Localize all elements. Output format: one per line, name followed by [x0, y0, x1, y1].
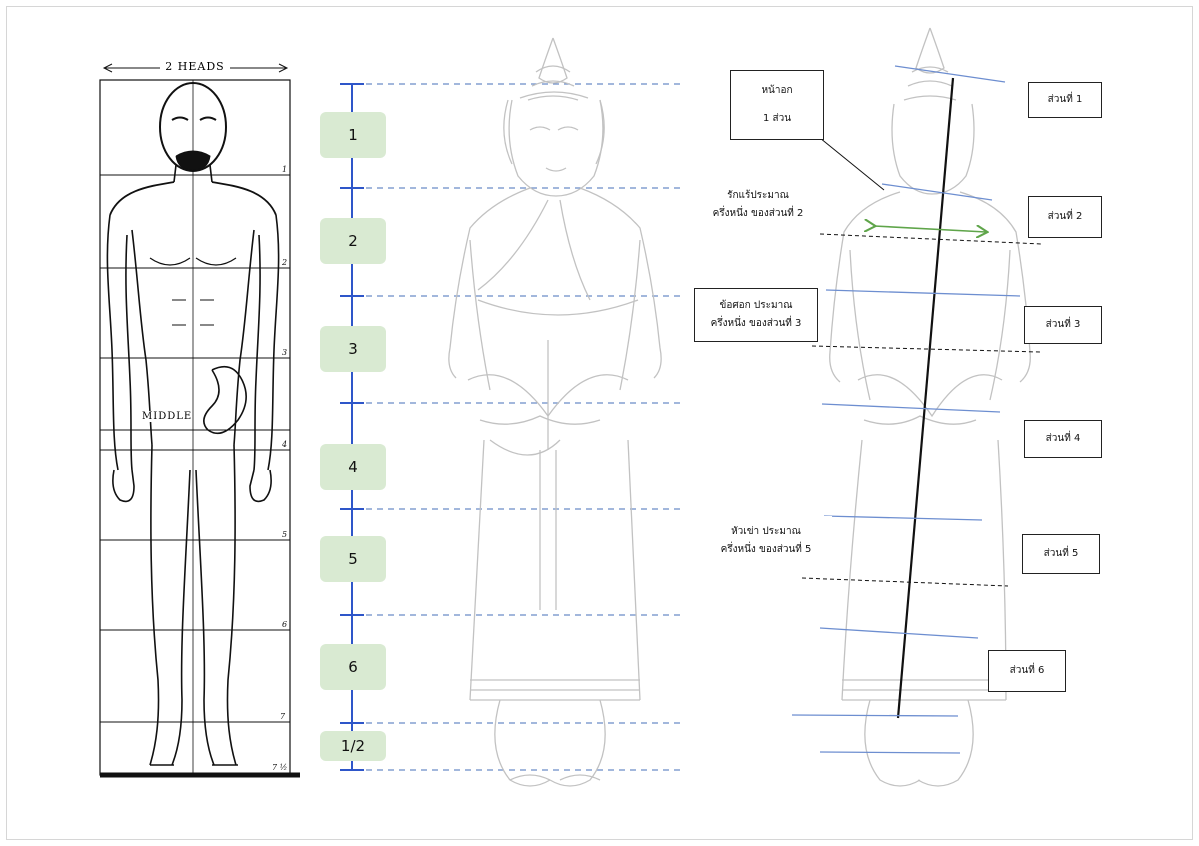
part-label-6: ส่วนที่ 6 — [988, 650, 1066, 692]
part-label-5: ส่วนที่ 5 — [1022, 534, 1100, 574]
reference-figure — [100, 64, 300, 775]
ref-row-number: 1 — [282, 165, 287, 174]
reference-row-numbers: 1 2 3 4 5 6 7 7 ½ — [272, 165, 287, 772]
elbow-annotation-line: ข้อศอก ประมาณ — [719, 297, 792, 315]
section-badge-4: 4 — [320, 444, 386, 490]
buddha-sketch-front — [449, 38, 661, 786]
section-badge-6: 6 — [320, 644, 386, 690]
guide-lines — [366, 84, 680, 770]
armpit-annotation: รักแร้ประมาณ ครึ่งหนึ่ง ของส่วนที่ 2 — [694, 180, 822, 230]
ref-row-number: 7 — [280, 712, 286, 721]
section-badge-3: 3 — [320, 326, 386, 372]
ref-row-number: 3 — [282, 348, 287, 357]
chest-pointer — [820, 138, 884, 190]
chest-annotation-line: 1 ส่วน — [763, 110, 791, 128]
knee-annotation-line: หัวเข่า ประมาณ — [700, 523, 832, 541]
section-badge-2: 2 — [320, 218, 386, 264]
middle-label: MIDDLE — [142, 411, 192, 422]
armpit-annotation-line: ครึ่งหนึ่ง ของส่วนที่ 2 — [694, 205, 822, 223]
part-divider-lines — [792, 66, 1020, 753]
ref-row-number: 4 — [281, 440, 287, 449]
half-markers — [802, 234, 1042, 586]
part-label-2: ส่วนที่ 2 — [1028, 196, 1102, 238]
part-label-4: ส่วนที่ 4 — [1024, 420, 1102, 458]
part-label-1: ส่วนที่ 1 — [1028, 82, 1102, 118]
chest-annotation-line: หน้าอก — [761, 82, 792, 100]
armpit-annotation-line: รักแร้ประมาณ — [694, 187, 822, 205]
section-badge-1: 1 — [320, 112, 386, 158]
knee-annotation: หัวเข่า ประมาณ ครึ่งหนึ่ง ของส่วนที่ 5 — [700, 516, 832, 566]
elbow-annotation-line: ครึ่งหนึ่ง ของส่วนที่ 3 — [711, 315, 802, 333]
reference-title: 2 HEADS — [100, 60, 290, 73]
knee-annotation-line: ครึ่งหนึ่ง ของส่วนที่ 5 — [700, 541, 832, 559]
chest-annotation: หน้าอก 1 ส่วน — [730, 70, 824, 140]
section-badge-5: 5 — [320, 536, 386, 582]
ref-row-number: 5 — [282, 530, 287, 539]
ref-row-number: 6 — [282, 620, 287, 629]
shoulder-width-arrow — [874, 226, 986, 232]
ref-row-number: 7 ½ — [272, 763, 287, 772]
ref-row-number: 2 — [281, 258, 287, 267]
part-label-3: ส่วนที่ 3 — [1024, 306, 1102, 344]
section-badge-half: 1/2 — [320, 731, 386, 761]
elbow-annotation: ข้อศอก ประมาณ ครึ่งหนึ่ง ของส่วนที่ 3 — [694, 288, 818, 342]
